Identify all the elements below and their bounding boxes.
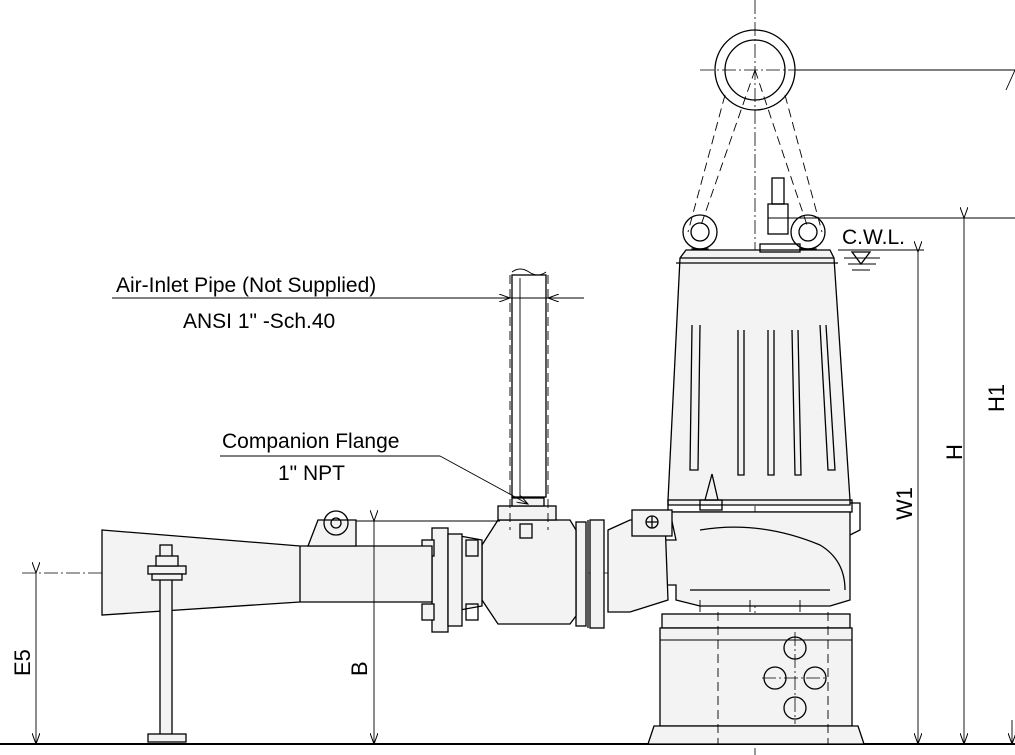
base-stand [647,612,865,745]
air-inlet-pipe [511,268,547,498]
dim-label-e5: E5 [10,649,35,676]
dim-label-w1: W1 [892,487,917,520]
cable-entry [767,177,1015,235]
air-inlet-spec: ANSI 1" -Sch.40 [183,310,335,333]
lifting-chain [687,69,823,233]
lifting-ring [700,29,1015,111]
jet-nozzle [101,510,433,616]
nozzle-flange [421,527,479,633]
dim-label-b: B [347,661,372,676]
companion-flange-leader [220,455,528,504]
support-rod [147,544,187,743]
cwl-label: C.W.L. [842,226,905,249]
air-inlet-title: Air-Inlet Pipe (Not Supplied) [116,274,376,297]
cwl-symbol [838,249,924,271]
pump-casing [659,511,851,612]
discharge-connector [607,473,723,613]
companion-flange-title: Companion Flange [222,430,399,453]
dim-label-h: H [942,444,967,460]
dimension-b [356,521,500,744]
dim-label-h1: H1 [984,384,1009,412]
companion-flange-spec: 1" NPT [278,462,345,485]
motor-housing [667,243,861,536]
companion-flange [497,275,557,530]
